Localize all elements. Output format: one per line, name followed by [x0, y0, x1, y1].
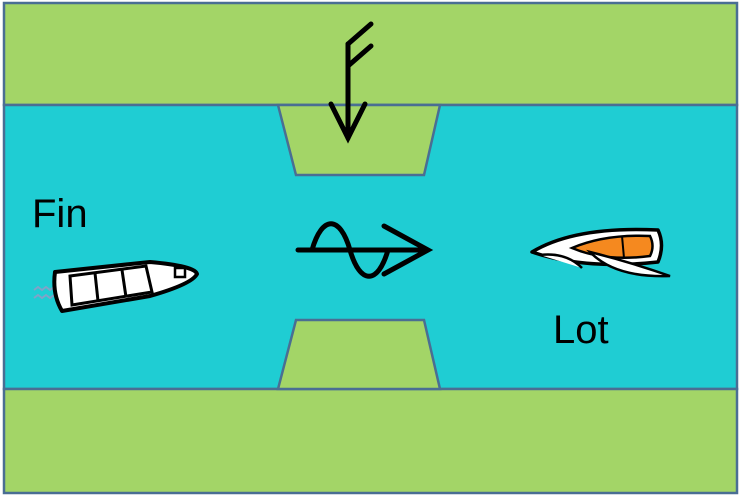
wind-arrow-icon — [328, 21, 374, 144]
south-bank — [2, 387, 739, 495]
motorboat-wake — [33, 285, 55, 300]
sailboat-boom-sail — [586, 249, 671, 278]
motorboat-cabin — [68, 264, 154, 307]
south-narrows — [276, 318, 442, 391]
sailboat-sail — [539, 253, 583, 269]
label-fin: Fin — [32, 192, 88, 236]
north-bank — [2, 1, 739, 107]
label-lot: Lot — [553, 308, 609, 352]
sailboat-icon — [530, 227, 671, 278]
north-narrows — [276, 103, 442, 177]
wave-current-arrow-icon — [295, 221, 434, 279]
motorboat-icon — [33, 260, 199, 313]
